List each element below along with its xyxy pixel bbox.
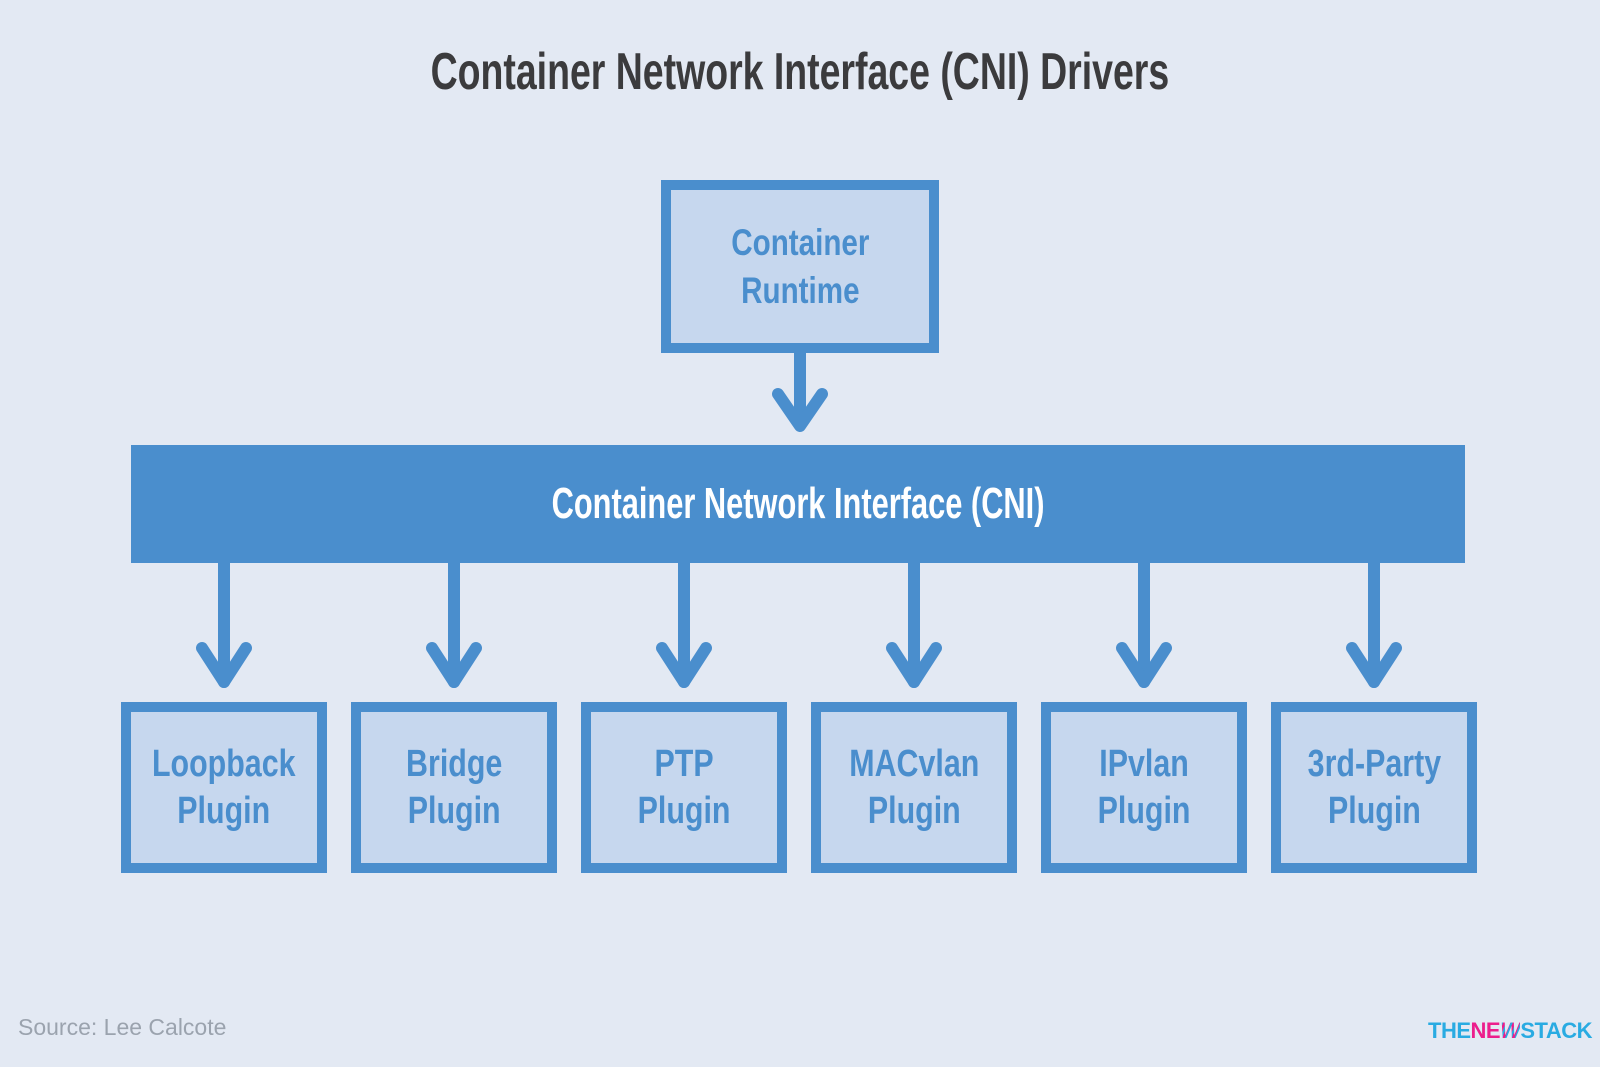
arrow-runtime-to-cni-icon bbox=[772, 352, 828, 432]
plugin-label-line2: Plugin bbox=[407, 789, 501, 832]
cni-bar-label: Container Network Interface (CNI) bbox=[551, 479, 1045, 528]
plugin-label-line2: Plugin bbox=[1327, 789, 1421, 832]
cni-bar: Container Network Interface (CNI) bbox=[131, 445, 1465, 563]
plugin-box-loopback: Loopback Plugin bbox=[121, 702, 327, 873]
plugin-box-bridge: Bridge Plugin bbox=[351, 702, 557, 873]
plugin-box-3rd-party: 3rd-Party Plugin bbox=[1271, 702, 1477, 873]
plugin-label-line2: Plugin bbox=[867, 789, 961, 832]
container-runtime-label-line2: Runtime bbox=[740, 269, 860, 311]
plugin-box-macvlan: MACvlan Plugin bbox=[811, 702, 1017, 873]
arrow-cni-to-ipvlan-icon bbox=[1116, 562, 1172, 688]
page-title-text: Container Network Interface (CNI) Driver… bbox=[430, 43, 1170, 101]
plugin-label-line2: Plugin bbox=[1097, 789, 1191, 832]
logo-segment-ne: NE bbox=[1470, 1018, 1501, 1043]
logo-segment-w: W bbox=[1500, 1018, 1521, 1043]
plugin-label: Bridge Plugin bbox=[406, 741, 502, 834]
arrow-cni-to-ptp-icon bbox=[656, 562, 712, 688]
plugin-label-line1: IPvlan bbox=[1099, 743, 1189, 786]
container-runtime-box: Container Runtime bbox=[661, 180, 939, 353]
container-runtime-label: Container Runtime bbox=[731, 219, 869, 314]
plugin-label: PTP Plugin bbox=[638, 741, 731, 834]
plugin-label-line1: 3rd-Party bbox=[1307, 743, 1441, 786]
plugin-label: MACvlan Plugin bbox=[849, 741, 979, 834]
thenewstack-logo: THENEWSTACK bbox=[1428, 1018, 1592, 1044]
container-runtime-label-line1: Container bbox=[730, 222, 870, 264]
plugin-label-line1: Loopback bbox=[152, 743, 296, 786]
plugin-label-line1: MACvlan bbox=[848, 743, 980, 786]
arrow-cni-to-loopback-icon bbox=[196, 562, 252, 688]
logo-segment-stack: STACK bbox=[1520, 1018, 1592, 1043]
page-title: Container Network Interface (CNI) Driver… bbox=[0, 42, 1600, 102]
plugin-label: Loopback Plugin bbox=[152, 741, 296, 834]
plugin-label: 3rd-Party Plugin bbox=[1307, 741, 1440, 834]
arrow-cni-to-macvlan-icon bbox=[886, 562, 942, 688]
plugin-box-ipvlan: IPvlan Plugin bbox=[1041, 702, 1247, 873]
arrow-cni-to-3rd-party-icon bbox=[1346, 562, 1402, 688]
plugin-label-line2: Plugin bbox=[637, 789, 731, 832]
plugin-label-line2: Plugin bbox=[177, 789, 271, 832]
plugin-box-ptp: PTP Plugin bbox=[581, 702, 787, 873]
plugin-label-line1: PTP bbox=[654, 743, 714, 786]
logo-segment-the: THE bbox=[1428, 1018, 1471, 1043]
arrow-cni-to-bridge-icon bbox=[426, 562, 482, 688]
source-credit: Source: Lee Calcote bbox=[18, 1014, 227, 1040]
plugin-label: IPvlan Plugin bbox=[1098, 741, 1191, 834]
plugin-label-line1: Bridge bbox=[405, 743, 503, 786]
